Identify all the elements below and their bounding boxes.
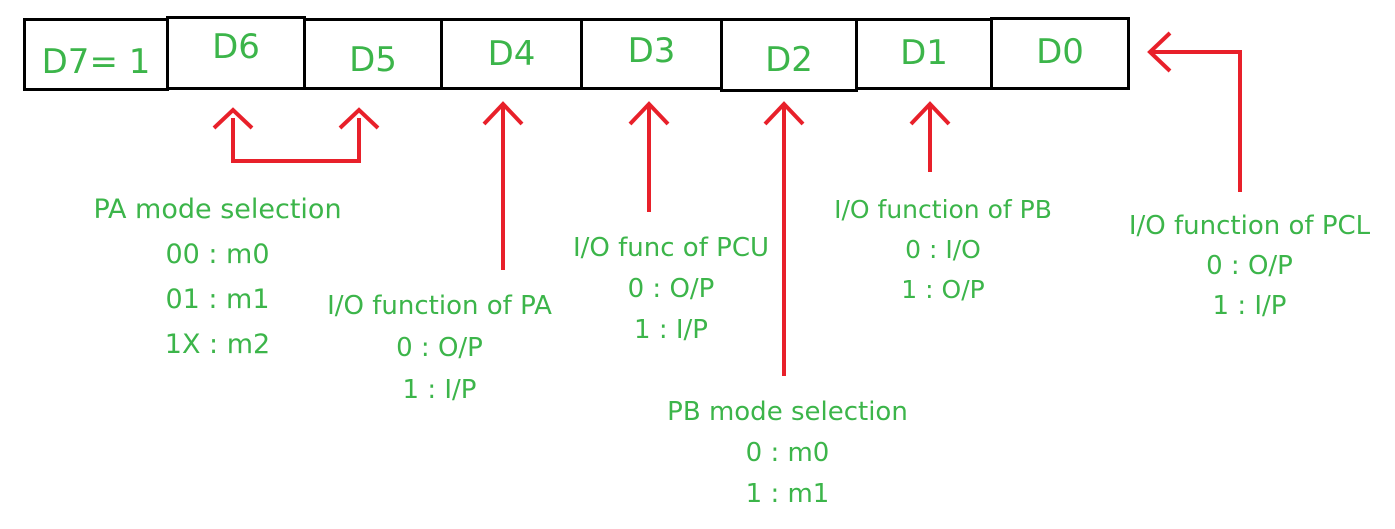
pa-mode-row: 01 : m1 (165, 284, 270, 315)
bit-label-d5: D5 (349, 40, 397, 80)
arrow-d6-head (212, 107, 254, 130)
bit-cell-d7: D7= 1 (23, 18, 169, 91)
arrow-d5-head (338, 107, 380, 130)
pb-mode-row: 0 : m0 (745, 438, 830, 468)
pcl-io-row: 0 : O/P (1206, 251, 1293, 281)
pb-io-title: I/O function of PB (834, 195, 1052, 224)
pb-mode-title: PB mode selection (667, 397, 908, 427)
arrow-d0-head (1147, 31, 1172, 73)
bit-label-d3: D3 (627, 31, 676, 71)
pcu-io-row: 0 : O/P (627, 274, 715, 304)
bit-label-d6: D6 (212, 27, 260, 67)
bit-cell-d2: D2 (720, 18, 858, 92)
bit-label-d0: D0 (1036, 31, 1084, 72)
pa-io-row: 1 : I/P (402, 375, 477, 405)
bit-cell-d6: D6 (166, 16, 306, 90)
bit-label-d4: D4 (487, 34, 536, 74)
bit-label-d7: D7= 1 (41, 41, 151, 82)
pcl-io-title: I/O function of PCL (1128, 211, 1371, 241)
pcu-io-function-label: I/O func of PCU 0 : O/P 1 : I/P (556, 228, 786, 351)
arrow-d1-head (909, 101, 951, 126)
bit-cell-d0: D0 (990, 17, 1130, 90)
pcl-io-function-label: I/O function of PCL 0 : O/P 1 : I/P (1112, 206, 1387, 326)
pcu-io-row: 1 : I/P (634, 315, 708, 345)
pa-mode-row: 00 : m0 (165, 239, 270, 270)
arrow-d6-d5-bracket (231, 118, 361, 163)
bit-cell-d3: D3 (580, 18, 723, 90)
pb-mode-selection-label: PB mode selection 0 : m0 1 : m1 (650, 392, 925, 515)
pa-io-title: I/O function of PA (327, 291, 552, 321)
arrow-d2-head (763, 101, 805, 126)
pa-io-row: 0 : O/P (396, 333, 483, 363)
bit-label-d2: D2 (765, 40, 813, 80)
pb-io-row: 0 : I/O (905, 235, 981, 264)
pa-mode-selection-label: PA mode selection 00 : m0 01 : m1 1X : m… (60, 187, 375, 367)
pa-mode-row: 1X : m2 (164, 329, 271, 360)
arrow-d0-shaft (1152, 50, 1242, 192)
bit-label-d1: D1 (900, 33, 948, 73)
arrow-d4-head (482, 101, 524, 126)
pb-mode-row: 1 : m1 (745, 479, 830, 509)
pcu-io-title: I/O func of PCU (572, 233, 769, 263)
pcl-io-row: 1 : I/P (1212, 291, 1287, 321)
bit-cell-d1: D1 (855, 18, 993, 90)
pb-io-function-label: I/O function of PB 0 : I/O 1 : O/P (812, 190, 1074, 310)
arrow-d3-head (628, 101, 670, 126)
pb-io-row: 1 : O/P (901, 275, 985, 304)
bit-cell-d4: D4 (440, 18, 583, 90)
pa-mode-title: PA mode selection (93, 194, 342, 225)
pa-io-function-label: I/O function of PA 0 : O/P 1 : I/P (312, 285, 567, 411)
